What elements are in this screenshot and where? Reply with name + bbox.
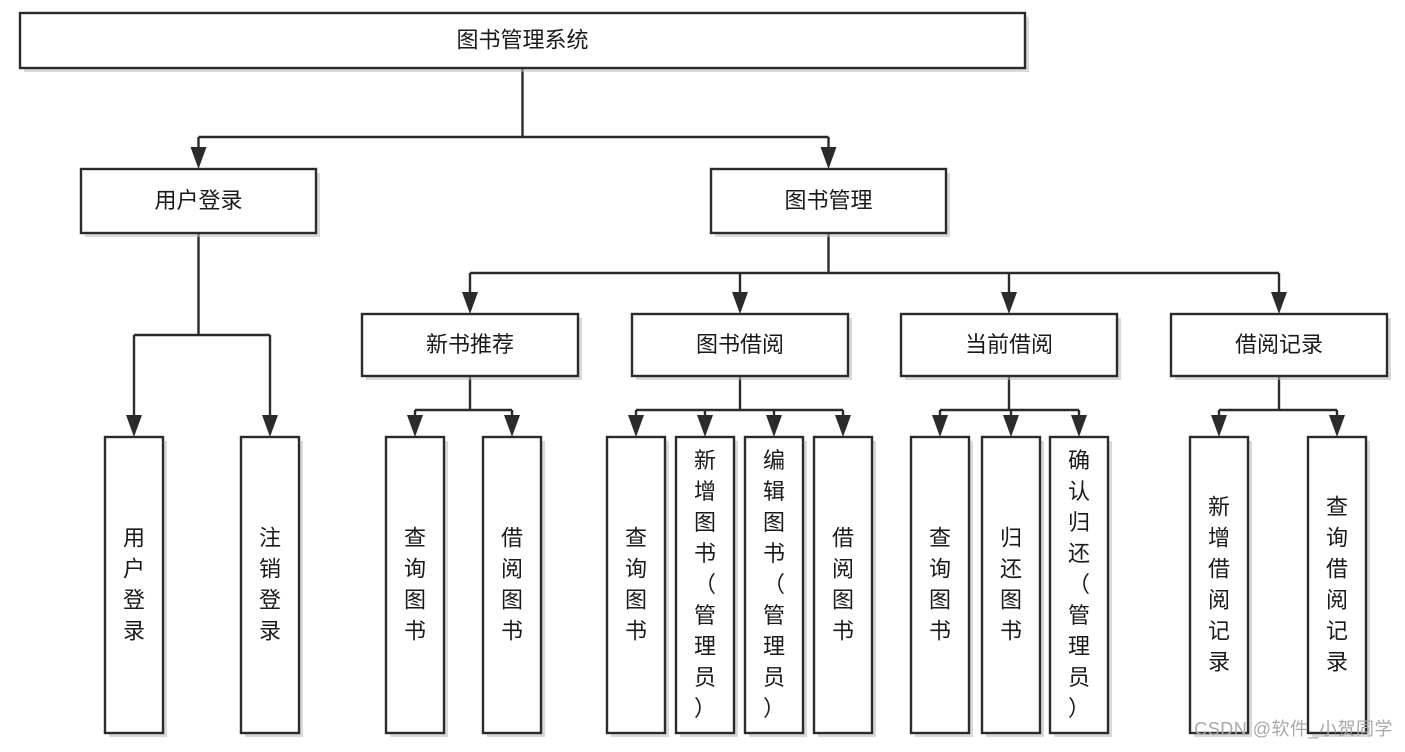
leaf-query-book-3-box[interactable] <box>909 435 971 735</box>
leaf-logout-label: 注销登录 <box>259 526 281 644</box>
node-user-login[interactable]: 用户登录 <box>79 167 320 237</box>
root-title-box[interactable] <box>18 11 1027 70</box>
current-borrow-box[interactable] <box>899 312 1119 378</box>
arrow-head-icon-book-borrow-1 <box>697 415 713 437</box>
book-management-box[interactable] <box>709 167 948 235</box>
arrow-head-icon-book-borrow-2 <box>766 415 782 437</box>
leaf-borrow-book-2-label: 借阅图书 <box>832 526 854 644</box>
arrow-head-icon-new-book-recommend-0 <box>407 415 423 437</box>
new-book-recommend-label: 新书推荐 <box>426 332 514 357</box>
arrow-head-icon-book-borrow-3 <box>835 415 851 437</box>
node-book-borrow[interactable]: 图书借阅 <box>630 312 852 380</box>
leaf-query-book-2-box[interactable] <box>605 435 667 735</box>
leaf-user-login-label: 用户登录 <box>123 526 145 644</box>
current-borrow-label: 当前借阅 <box>965 332 1053 357</box>
watermark-text: CSDN @软件_小贺同学 <box>1194 719 1393 739</box>
book-borrow-label: 图书借阅 <box>696 332 784 357</box>
node-book-management[interactable]: 图书管理 <box>709 167 950 237</box>
arrow-head-icon-current-borrow-1 <box>1003 415 1019 437</box>
leaf-add-book-box[interactable] <box>674 435 736 735</box>
leaf-confirm-return-box[interactable] <box>1048 435 1110 735</box>
arrow-head-icon-new-book-recommend-1 <box>504 415 520 437</box>
node-leaf-return-book[interactable]: 归还图书 <box>980 435 1044 737</box>
node-leaf-query-book-2[interactable]: 查询图书 <box>605 435 669 737</box>
node-leaf-borrow-book-2[interactable]: 借阅图书 <box>812 435 876 737</box>
leaf-return-book-label: 归还图书 <box>1000 526 1022 644</box>
arrow-head-icon-borrow-record-1 <box>1329 415 1345 437</box>
arrow-head-icon-user-login-0 <box>126 415 142 437</box>
root-title-label: 图书管理系统 <box>456 27 588 52</box>
leaf-confirm-return-label: 确认归还（管理员） <box>1068 448 1090 721</box>
book-borrow-box[interactable] <box>630 312 850 378</box>
user-login-box[interactable] <box>79 167 318 235</box>
leaf-edit-book-label: 编辑图书（管理员） <box>763 448 785 721</box>
borrow-record-label: 借阅记录 <box>1235 332 1323 357</box>
leaf-query-book-3-label: 查询图书 <box>929 526 951 644</box>
arrow-head-icon-bm-3 <box>1271 292 1287 314</box>
arrow-head-icon-user-login-1 <box>262 415 278 437</box>
node-current-borrow[interactable]: 当前借阅 <box>899 312 1121 380</box>
book-management-label: 图书管理 <box>784 188 872 213</box>
leaf-logout-box[interactable] <box>239 435 301 735</box>
arrow-head-icon-current-borrow-0 <box>932 415 948 437</box>
node-leaf-borrow-book-1[interactable]: 借阅图书 <box>481 435 545 737</box>
arrow-head-icon-book-borrow-0 <box>628 415 644 437</box>
leaf-query-record-box[interactable] <box>1306 435 1368 735</box>
arrow-head-icon-bm-2 <box>1001 292 1017 314</box>
leaf-query-book-2-label: 查询图书 <box>625 526 647 644</box>
new-book-recommend-box[interactable] <box>360 312 580 378</box>
leaf-add-record-box[interactable] <box>1188 435 1250 735</box>
arrow-head-icon-borrow-record-0 <box>1211 415 1227 437</box>
node-leaf-query-record[interactable]: 查询借阅记录 <box>1306 435 1370 737</box>
connector-layer <box>126 68 1345 437</box>
node-leaf-edit-book[interactable]: 编辑图书（管理员） <box>743 435 807 737</box>
borrow-record-box[interactable] <box>1169 312 1389 378</box>
leaf-query-book-1-label: 查询图书 <box>404 526 426 644</box>
leaf-return-book-box[interactable] <box>980 435 1042 735</box>
leaf-query-record-label: 查询借阅记录 <box>1326 495 1348 675</box>
node-leaf-query-book-1[interactable]: 查询图书 <box>384 435 448 737</box>
node-leaf-logout[interactable]: 注销登录 <box>239 435 303 737</box>
node-borrow-record[interactable]: 借阅记录 <box>1169 312 1391 380</box>
leaf-query-book-1-box[interactable] <box>384 435 446 735</box>
arrow-head-icon-bm-0 <box>462 292 478 314</box>
leaf-borrow-book-2-box[interactable] <box>812 435 874 735</box>
leaf-add-record-label: 新增借阅记录 <box>1208 495 1230 675</box>
node-leaf-user-login[interactable]: 用户登录 <box>103 435 167 737</box>
node-new-book-recommend[interactable]: 新书推荐 <box>360 312 582 380</box>
node-leaf-add-book[interactable]: 新增图书（管理员） <box>674 435 738 737</box>
arrow-head-icon-current-borrow-2 <box>1071 415 1087 437</box>
node-leaf-confirm-return[interactable]: 确认归还（管理员） <box>1048 435 1112 737</box>
leaf-user-login-box[interactable] <box>103 435 165 735</box>
user-login-label: 用户登录 <box>154 188 242 213</box>
node-leaf-add-record[interactable]: 新增借阅记录 <box>1188 435 1252 737</box>
node-root[interactable]: 图书管理系统 <box>18 11 1029 72</box>
node-layer: 图书管理系统用户登录图书管理新书推荐图书借阅当前借阅借阅记录用户登录注销登录查询… <box>18 11 1391 737</box>
arrow-head-icon-bm-1 <box>732 292 748 314</box>
leaf-borrow-book-1-label: 借阅图书 <box>501 526 523 644</box>
arrow-head-icon-root-0 <box>190 147 207 169</box>
leaf-edit-book-box[interactable] <box>743 435 805 735</box>
leaf-borrow-book-1-box[interactable] <box>481 435 543 735</box>
node-leaf-query-book-3[interactable]: 查询图书 <box>909 435 973 737</box>
leaf-add-book-label: 新增图书（管理员） <box>694 448 716 721</box>
arrow-head-icon-root-1 <box>820 147 837 169</box>
